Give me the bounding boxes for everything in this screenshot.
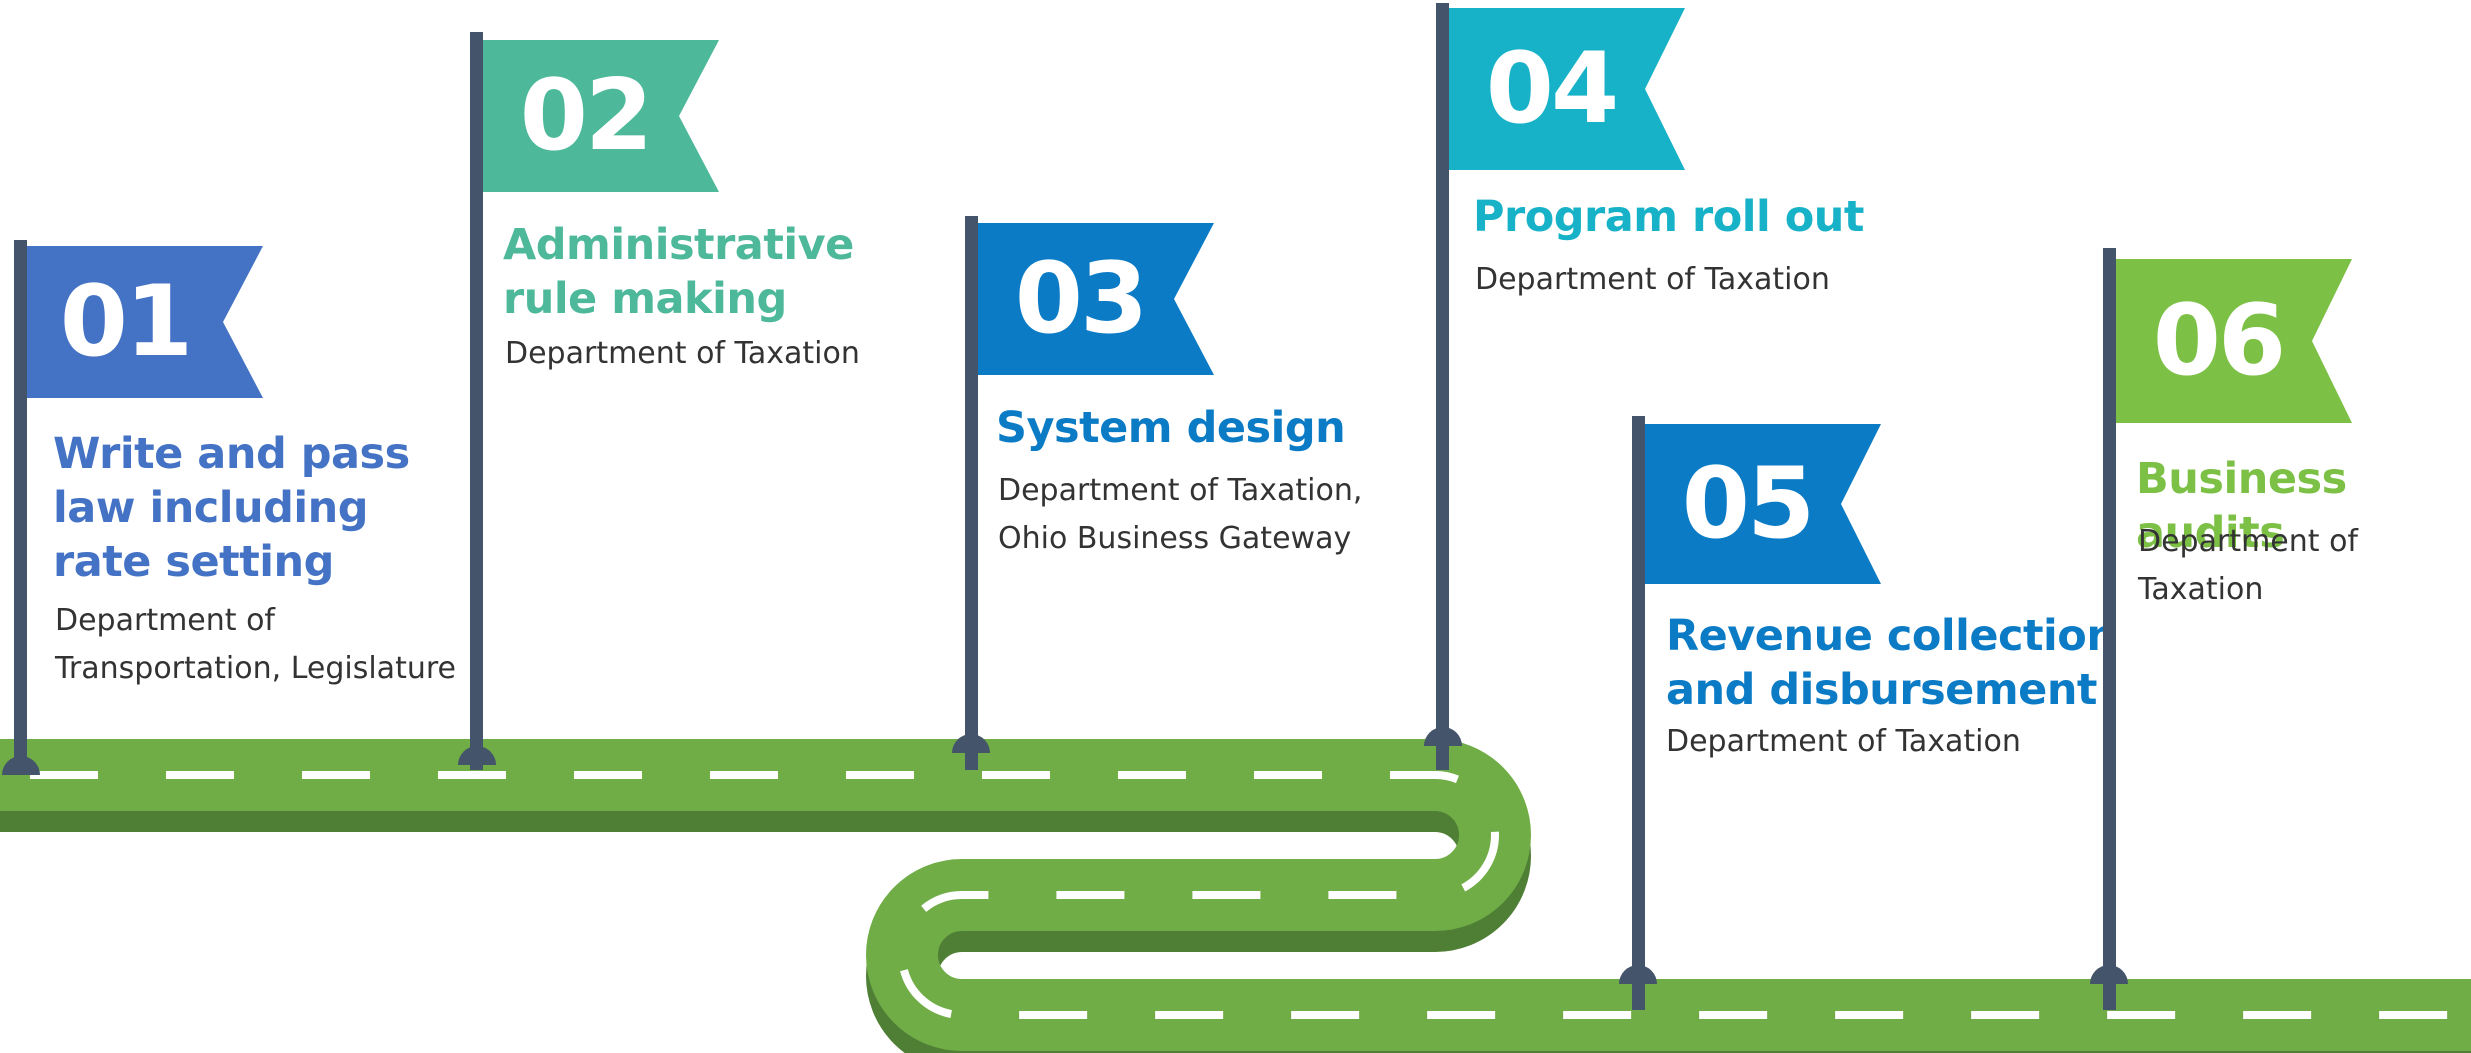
milestone-number: 01 xyxy=(59,265,193,379)
milestone-number: 04 xyxy=(1485,32,1619,146)
milestone-subtitle: Department of Taxation xyxy=(1475,262,1830,297)
flag-banner xyxy=(2116,259,2352,423)
pole-base xyxy=(2,756,40,775)
milestone-title: Administrative rule making xyxy=(503,220,854,324)
pole-base xyxy=(952,734,990,753)
milestone-title: Business audits xyxy=(2136,454,2347,558)
road-center-dashes xyxy=(0,771,2471,1019)
flag-pole xyxy=(2103,248,2116,1010)
milestone-flag-01: 01 xyxy=(27,246,263,398)
milestone-subtitle: Department of Taxation xyxy=(2138,524,2358,607)
milestone-subtitle: Department of Taxation, Ohio Business Ga… xyxy=(998,473,1363,556)
milestone-flag-06: 06 xyxy=(2116,259,2352,423)
milestone-flag-04: 04 xyxy=(1449,8,1685,170)
milestone-title: System design xyxy=(996,403,1346,453)
milestone-title: Program roll out xyxy=(1473,192,1864,242)
pole-base xyxy=(1619,965,1657,984)
pole-base xyxy=(2090,965,2128,984)
flag-pole xyxy=(1632,416,1645,1010)
flag-banner xyxy=(27,246,263,398)
flag-pole xyxy=(14,240,27,770)
flag-pole xyxy=(470,32,483,770)
milestone-title: Write and pass law including rate settin… xyxy=(53,429,410,587)
flag-banner xyxy=(483,40,719,192)
milestone-flag-05: 05 xyxy=(1645,424,1881,584)
flag-pole xyxy=(1436,3,1449,770)
milestone-flag-03: 03 xyxy=(978,223,1214,375)
milestone-flag-02: 02 xyxy=(483,40,719,192)
milestone-subtitle: Department of Transportation, Legislatur… xyxy=(55,603,456,686)
milestone-number: 03 xyxy=(1014,242,1148,356)
flag-pole xyxy=(965,216,978,770)
milestone-number: 02 xyxy=(519,59,653,173)
pole-base xyxy=(1424,727,1462,746)
milestone-number: 05 xyxy=(1681,447,1815,561)
flag-banner xyxy=(1449,8,1685,170)
milestone-title: Revenue collection and disbursement xyxy=(1666,611,2117,715)
milestone-subtitle: Department of Taxation xyxy=(505,336,860,371)
pole-base xyxy=(458,746,496,765)
milestone-subtitle: Department of Taxation xyxy=(1666,724,2021,759)
milestone-number: 06 xyxy=(2152,284,2286,398)
flag-banner xyxy=(978,223,1214,375)
flag-banner xyxy=(1645,424,1881,584)
